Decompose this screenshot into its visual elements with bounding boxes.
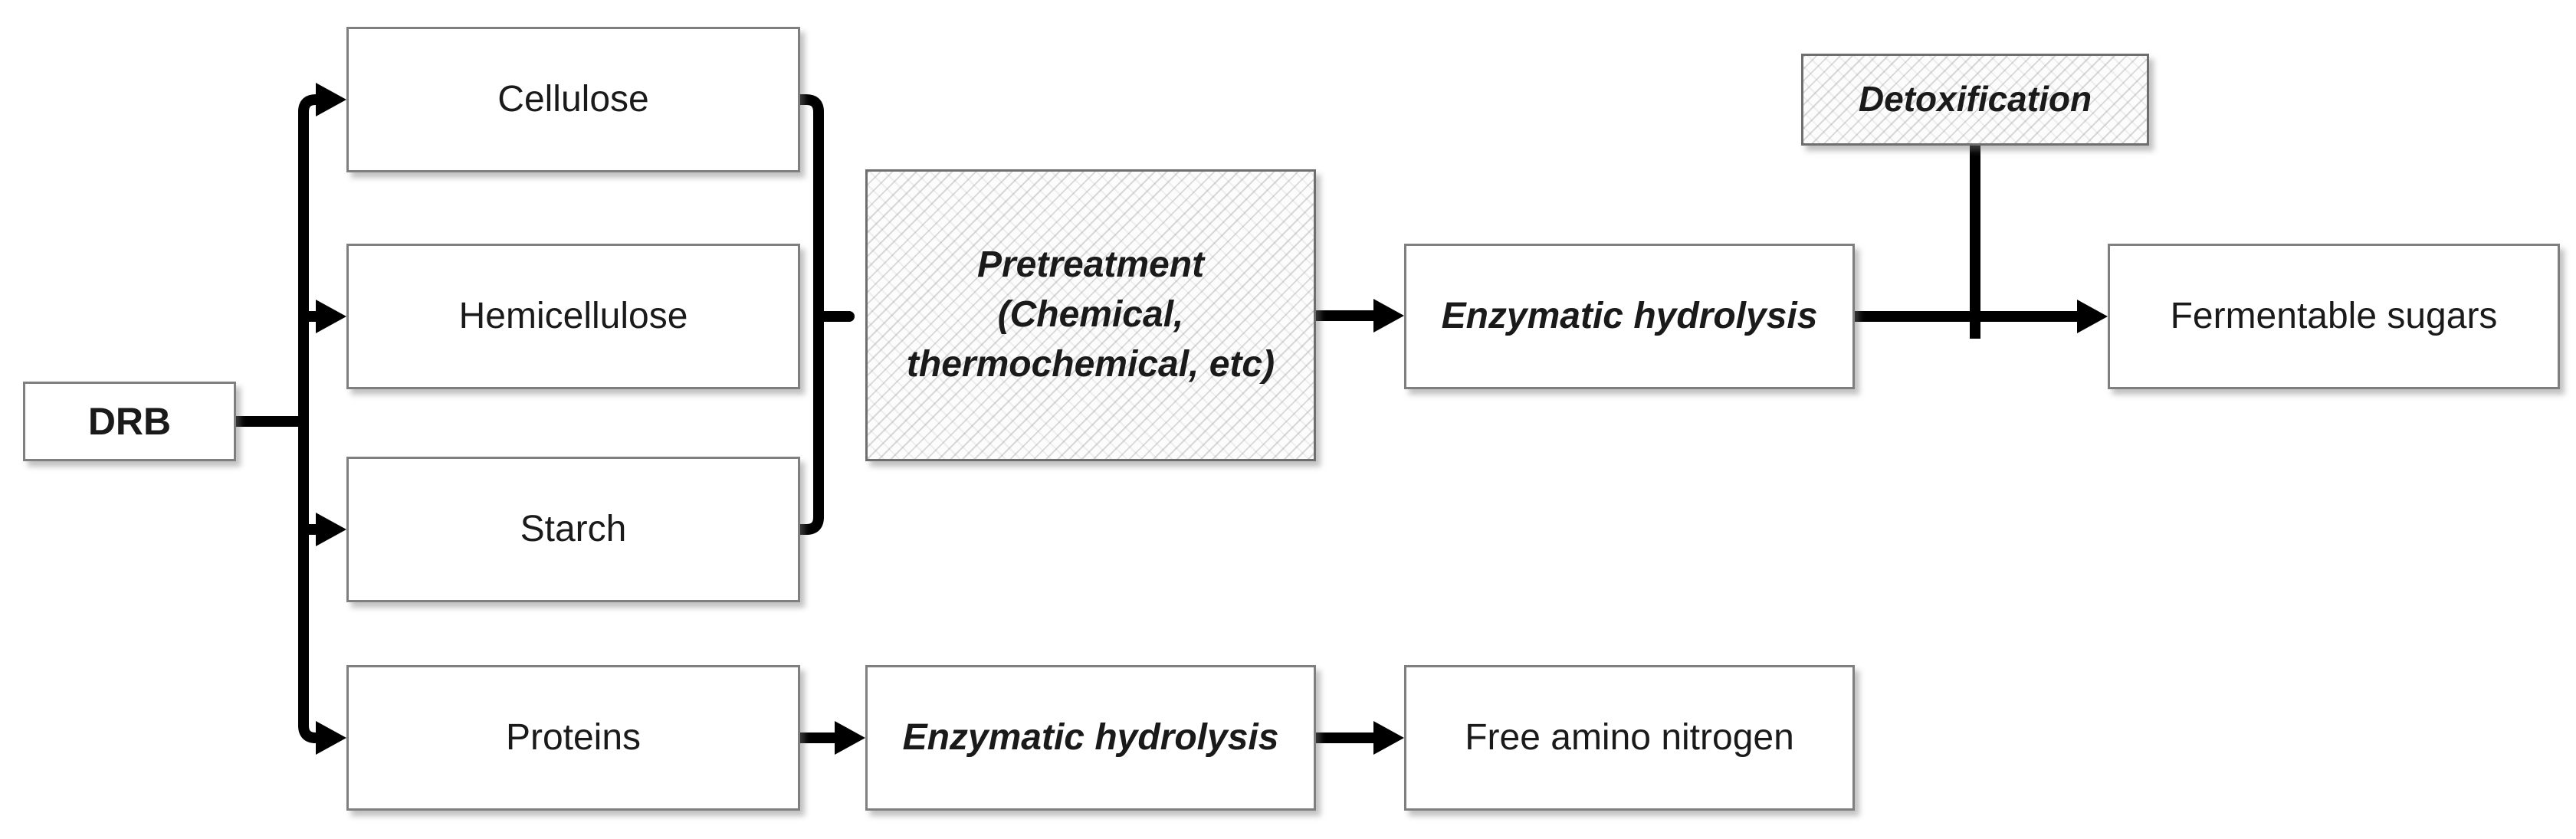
node-cellulose: Cellulose (346, 27, 800, 172)
connector-trunk (298, 94, 330, 743)
arrowhead-enzymatic-top (1373, 299, 1404, 333)
node-proteins: Proteins (346, 665, 800, 811)
arrowhead-fermentable-sugars (2077, 300, 2108, 333)
enzymatic-hydrolysis-bottom-label: Enzymatic hydrolysis (902, 717, 1279, 759)
node-free-amino-nitrogen: Free amino nitrogen (1404, 665, 1855, 811)
drb-label: DRB (87, 400, 172, 443)
hemicellulose-label: Hemicellulose (458, 296, 688, 337)
arrowhead-hemicellulose (316, 300, 346, 333)
pretreatment-label-line1: Pretreatment (976, 244, 1205, 286)
arrowhead-enzymatic-bottom (835, 721, 865, 755)
arrowhead-cellulose (316, 83, 346, 116)
node-drb: DRB (23, 382, 236, 461)
arrowhead-free-amino (1373, 721, 1404, 755)
node-detoxification: Detoxification (1801, 54, 2149, 146)
enzymatic-hydrolysis-top-label: Enzymatic hydrolysis (1441, 296, 1818, 337)
fermentable-sugars-label: Fermentable sugars (2170, 296, 2498, 337)
arrowhead-proteins (316, 721, 346, 755)
proteins-label: Proteins (505, 717, 642, 759)
node-fermentable-sugars: Fermentable sugars (2108, 244, 2560, 389)
starch-label: Starch (520, 509, 627, 550)
free-amino-nitrogen-label: Free amino nitrogen (1465, 717, 1794, 759)
cellulose-label: Cellulose (497, 79, 649, 120)
node-enzymatic-hydrolysis-bottom: Enzymatic hydrolysis (865, 665, 1316, 811)
node-enzymatic-hydrolysis-top: Enzymatic hydrolysis (1404, 244, 1855, 389)
node-pretreatment: Pretreatment (Chemical, thermochemical, … (865, 169, 1316, 461)
node-hemicellulose: Hemicellulose (346, 244, 800, 389)
detoxification-label: Detoxification (1858, 79, 2092, 120)
arrowhead-starch (316, 513, 346, 546)
pretreatment-label-line3: thermochemical, etc) (906, 343, 1275, 385)
pretreatment-label-line2: (Chemical, (997, 294, 1184, 336)
node-starch: Starch (346, 457, 800, 602)
